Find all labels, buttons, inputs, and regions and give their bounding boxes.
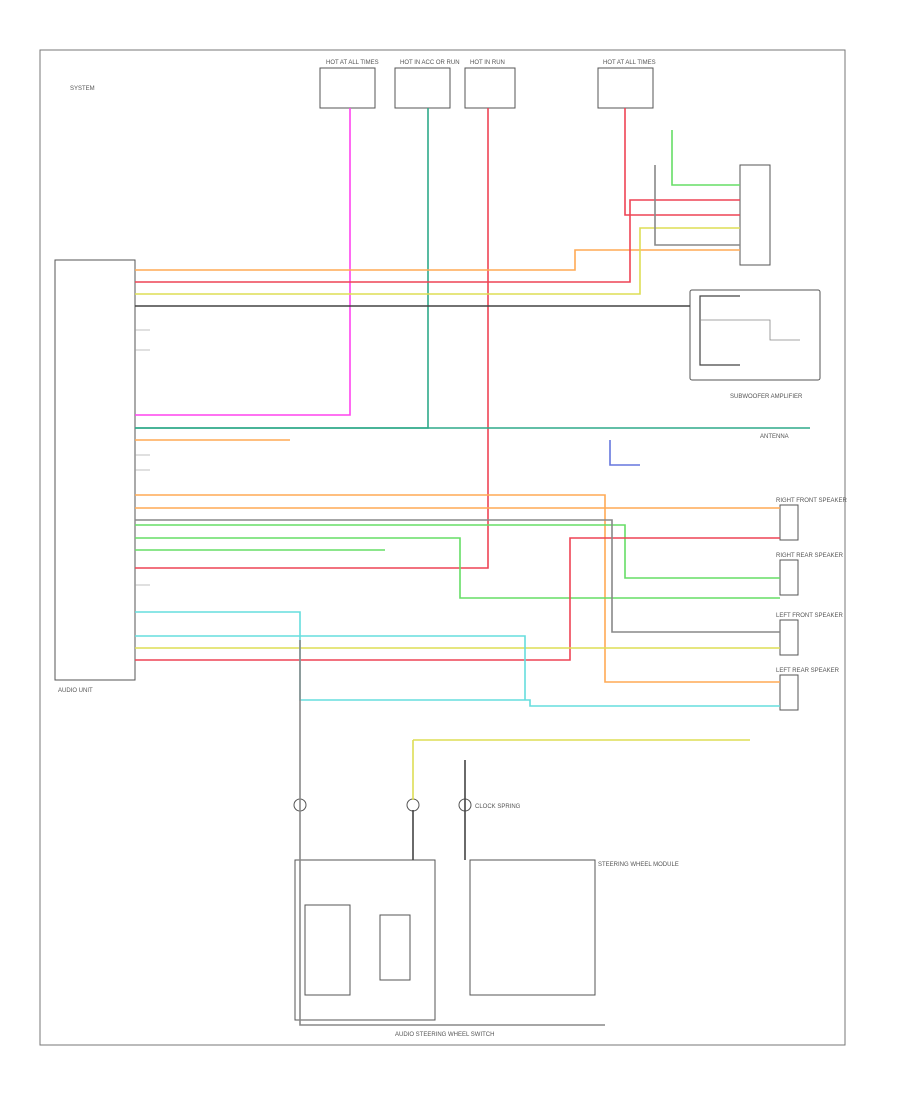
wire-red-battery [624, 108, 740, 216]
svg-text:AUDIO UNIT: AUDIO UNIT [58, 688, 93, 694]
fuse-box-3: HOT IN RUN [464, 60, 516, 109]
left-rear-speaker: LEFT REAR SPEAKER [776, 668, 840, 711]
svg-text:RIGHT FRONT SPEAKER: RIGHT FRONT SPEAKER [776, 498, 847, 504]
svg-text:HOT IN RUN: HOT IN RUN [470, 60, 505, 66]
right-front-speaker: RIGHT FRONT SPEAKER [776, 498, 847, 541]
left-front-speaker: LEFT FRONT SPEAKER [776, 613, 843, 656]
svg-text:LEFT FRONT SPEAKER: LEFT FRONT SPEAKER [776, 613, 843, 619]
wire-pink-power [135, 108, 351, 416]
wire-red-2 [135, 199, 740, 283]
corner-note: SYSTEM [70, 86, 95, 92]
svg-text:HOT AT ALL TIMES: HOT AT ALL TIMES [603, 60, 656, 66]
audio-unit: AUDIO UNIT [54, 259, 136, 694]
wire-gray-upper [654, 165, 740, 246]
fuse-box-1: HOT AT ALL TIMES [319, 60, 379, 109]
steering-wheel-module: CLOCK SPRING STEERING WHEEL MODULE [469, 804, 679, 996]
svg-text:STEERING WHEEL MODULE: STEERING WHEEL MODULE [598, 862, 679, 868]
svg-text:RIGHT REAR SPEAKER: RIGHT REAR SPEAKER [776, 553, 844, 559]
svg-text:HOT AT ALL TIMES: HOT AT ALL TIMES [326, 60, 379, 66]
subwoofer-amplifier: SUBWOOFER AMPLIFIER [689, 289, 821, 400]
wire-cyan-switch [135, 635, 526, 700]
fuse-box-2: HOT IN ACC OR RUN [394, 60, 460, 109]
svg-text:LEFT REAR SPEAKER: LEFT REAR SPEAKER [776, 668, 840, 674]
wire-red-run [135, 108, 489, 569]
audio-unit-pins [135, 329, 150, 586]
antenna-label: ANTENNA [760, 434, 789, 440]
wire-teal-acc [135, 108, 429, 429]
wire-green-rr [135, 524, 780, 579]
right-connector [739, 164, 771, 266]
wires [135, 108, 810, 1026]
subwoofer-wiring [699, 295, 740, 366]
svg-text:AUDIO STEERING WHEEL SWITCH: AUDIO STEERING WHEEL SWITCH [395, 1032, 494, 1038]
svg-text:SUBWOOFER AMPLIFIER: SUBWOOFER AMPLIFIER [730, 394, 803, 400]
wire-blue-antenna [609, 440, 640, 466]
wire-cyan-lr [135, 611, 780, 707]
fuse-box-4: HOT AT ALL TIMES [597, 60, 656, 109]
connector-2 [406, 798, 420, 812]
diagram-frame [39, 49, 846, 1046]
right-rear-speaker: RIGHT REAR SPEAKER [776, 553, 844, 596]
wire-gray-lf [135, 519, 780, 633]
wire-green-top [671, 130, 740, 186]
wire-orange-speaker [135, 494, 780, 683]
audio-steering-wheel-switch: AUDIO STEERING WHEEL SWITCH [294, 859, 494, 1038]
svg-text:HOT IN ACC OR RUN: HOT IN ACC OR RUN [400, 60, 460, 66]
wire-red-rf [135, 537, 780, 661]
svg-text:CLOCK SPRING: CLOCK SPRING [475, 804, 521, 810]
wire-green-rr2 [135, 537, 780, 599]
wire-yellow-3 [135, 227, 740, 295]
wire-orange-1 [135, 249, 740, 271]
subwoofer-wiring-2 [700, 319, 800, 341]
wire-gray-bottom [299, 640, 605, 1026]
